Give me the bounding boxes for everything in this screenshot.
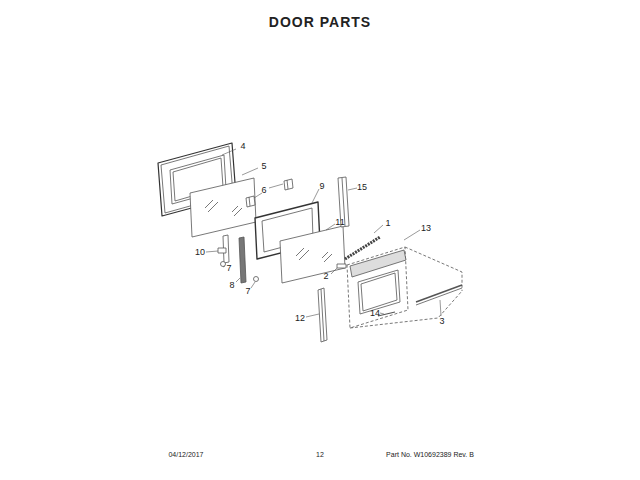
callout-number: 5 xyxy=(260,162,267,171)
callout-number: 13 xyxy=(420,224,432,233)
callout-number: 12 xyxy=(294,314,306,323)
footer-text: 12 xyxy=(316,451,324,458)
callout-number: 6 xyxy=(260,186,267,195)
footer-text: Part No. W10692389 Rev. B xyxy=(386,451,474,458)
callout-number: 8 xyxy=(228,281,235,290)
callout-number: 1 xyxy=(384,219,391,228)
callout-number: 3 xyxy=(438,317,445,326)
callout-number: 10 xyxy=(194,248,206,257)
callout-number: 15 xyxy=(356,183,368,192)
callout-number: 7 xyxy=(244,287,251,296)
callout-number: 7 xyxy=(225,264,232,273)
callout-number: 4 xyxy=(239,142,246,151)
callout-number: 2 xyxy=(322,272,329,281)
callout-number: 9 xyxy=(318,182,325,191)
callout-number: 14 xyxy=(369,309,381,318)
page-title: DOOR PARTS xyxy=(269,15,371,29)
callout-number: 11 xyxy=(334,218,345,227)
footer-text: 04/12/2017 xyxy=(168,451,203,458)
